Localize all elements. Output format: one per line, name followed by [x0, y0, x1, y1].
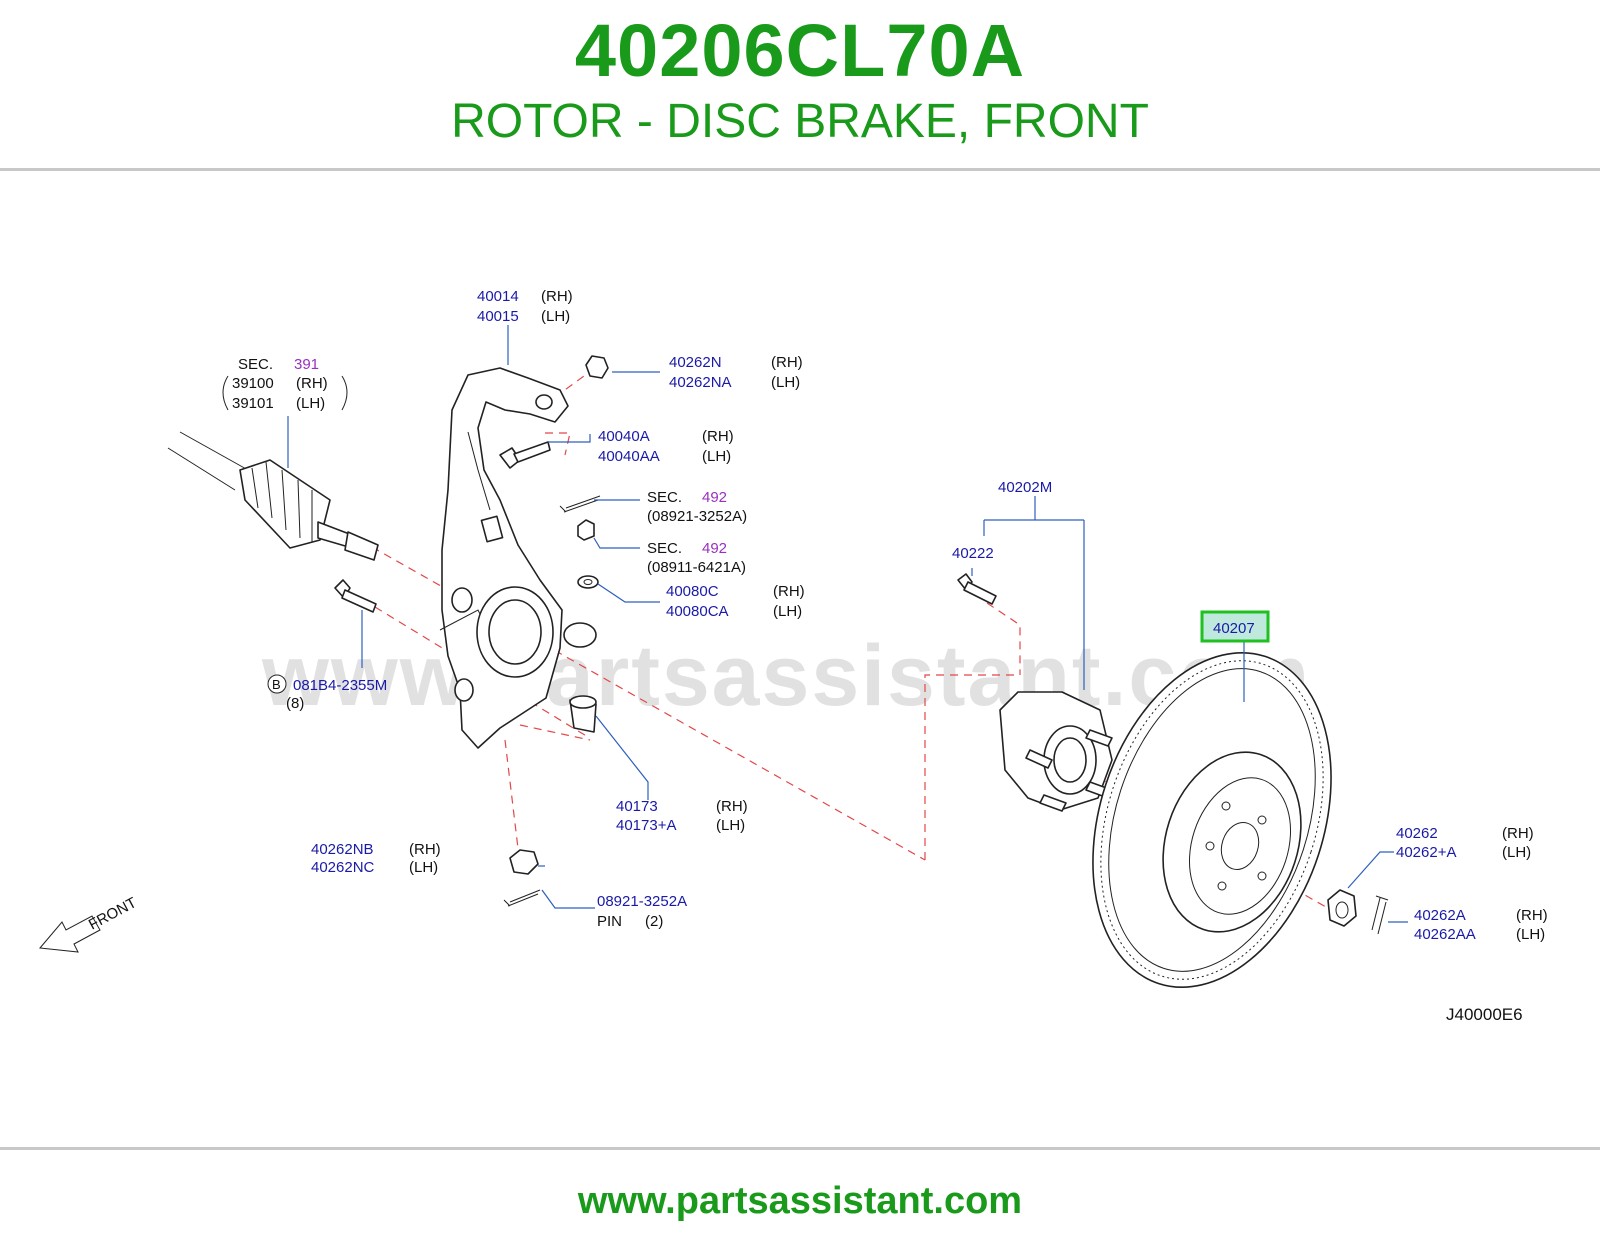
rotor-part-label[interactable]: 40207 — [1213, 620, 1255, 637]
driveshaft-sec: SEC. — [238, 356, 273, 373]
steering-knuckle — [439, 367, 597, 749]
bushing-rh-side: (RH) — [716, 798, 748, 815]
front-direction-arrow: FRONT — [39, 894, 140, 953]
hub-assy-label[interactable]: 40202M — [998, 479, 1052, 496]
bolt-b-circle — [267, 674, 287, 694]
knuckle-rh-side: (RH) — [541, 288, 573, 305]
front-arrow-label: FRONT — [86, 894, 140, 933]
stud-label[interactable]: 40222 — [952, 545, 994, 562]
knuckle-rh-label[interactable]: 40014 — [477, 288, 519, 305]
nut-sec-b-num[interactable]: 492 — [702, 540, 727, 557]
nut-bottom-lh-label[interactable]: 40262NC — [311, 859, 375, 876]
bolt-b-circle-letter: B — [272, 677, 281, 692]
nut-top-rh-label[interactable]: 40262N — [669, 354, 722, 371]
hardware-parts — [334, 355, 997, 907]
cotter-rh-label[interactable]: 40262A — [1414, 907, 1466, 924]
part-labels: 40014 (RH) 40015 (LH) SEC. 391 39100 (RH… — [222, 288, 1548, 1024]
bolt-top-rh-side: (RH) — [702, 428, 734, 445]
parts-diagram: www.partsassistant.com — [39, 288, 1548, 1024]
nut-top-rh-side: (RH) — [771, 354, 803, 371]
driveshaft-rh-side: (RH) — [296, 375, 328, 392]
figure-code: J40000E6 — [1446, 1005, 1523, 1024]
washer-rh-side: (RH) — [773, 583, 805, 600]
nut-top-lh-side: (LH) — [771, 374, 800, 391]
bushing-lh-side: (LH) — [716, 817, 745, 834]
washer-lh-side: (LH) — [773, 603, 802, 620]
axle-nut-rh-side: (RH) — [1502, 825, 1534, 842]
driveshaft-rh-label: 39100 — [232, 375, 274, 392]
footer-divider — [0, 1147, 1600, 1150]
pin-sec-a-part: (08921-3252A) — [647, 508, 747, 525]
nut-top-lh-label[interactable]: 40262NA — [669, 374, 732, 391]
paren-left — [222, 375, 229, 411]
cotter-rh-side: (RH) — [1516, 907, 1548, 924]
bolt-b-qty: (8) — [286, 695, 304, 712]
driveshaft-lh-label: 39101 — [232, 395, 274, 412]
page-header: 40206CL70A ROTOR - DISC BRAKE, FRONT — [0, 0, 1600, 168]
cotter-lh-label[interactable]: 40262AA — [1414, 926, 1476, 943]
nut-sec-b-part: (08911-6421A) — [647, 559, 746, 576]
bolt-top-lh-label[interactable]: 40040AA — [598, 448, 660, 465]
axle-nut-parts — [1327, 889, 1389, 935]
pin-sec-a-label: SEC. — [647, 489, 682, 506]
header-divider — [0, 168, 1600, 171]
driveshaft-sec-num[interactable]: 391 — [294, 356, 319, 373]
pin-bottom-label[interactable]: 08921-3252A — [597, 893, 687, 910]
axle-nut-lh-side: (LH) — [1502, 844, 1531, 861]
part-number-title: 40206CL70A — [574, 9, 1026, 92]
washer-lh-label[interactable]: 40080CA — [666, 603, 729, 620]
knuckle-lh-side: (LH) — [541, 308, 570, 325]
knuckle-lh-label[interactable]: 40015 — [477, 308, 519, 325]
pin-sec-a-num[interactable]: 492 — [702, 489, 727, 506]
bolt-top-rh-label[interactable]: 40040A — [598, 428, 650, 445]
wheel-hub — [999, 691, 1113, 812]
cotter-lh-side: (LH) — [1516, 926, 1545, 943]
nut-sec-b-label: SEC. — [647, 540, 682, 557]
pin-bottom-name: PIN — [597, 913, 622, 930]
bolt-b-label[interactable]: 081B4-2355M — [293, 677, 387, 694]
leader-lines — [287, 325, 1408, 923]
bushing-lh-label[interactable]: 40173+A — [616, 817, 676, 834]
washer-rh-label[interactable]: 40080C — [666, 583, 719, 600]
brake-rotor — [1092, 651, 1332, 989]
paren-right — [341, 375, 348, 411]
axle-nut-lh-label[interactable]: 40262+A — [1396, 844, 1456, 861]
drive-shaft — [167, 431, 379, 561]
nut-bottom-lh-side: (LH) — [409, 859, 438, 876]
bushing-rh-label[interactable]: 40173 — [616, 798, 658, 815]
part-description: ROTOR - DISC BRAKE, FRONT — [451, 95, 1149, 148]
nut-bottom-rh-side: (RH) — [409, 841, 441, 858]
footer-url[interactable]: www.partsassistant.com — [577, 1180, 1023, 1222]
rotor-highlight-box[interactable] — [1200, 610, 1270, 643]
bolt-top-lh-side: (LH) — [702, 448, 731, 465]
axle-nut-rh-label[interactable]: 40262 — [1396, 825, 1438, 842]
nut-bottom-rh-label[interactable]: 40262NB — [311, 841, 374, 858]
pin-bottom-qty: (2) — [645, 913, 663, 930]
driveshaft-lh-side: (LH) — [296, 395, 325, 412]
